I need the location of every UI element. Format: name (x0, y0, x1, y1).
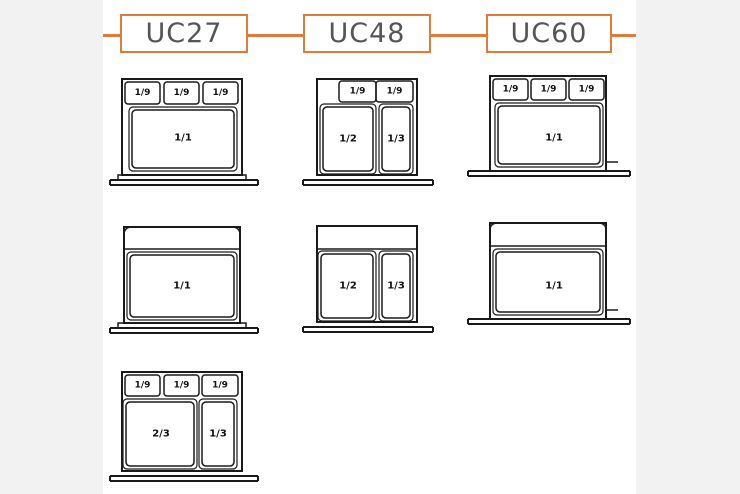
uc48-config-a: 1/9 1/9 1/2 1/3 (302, 78, 434, 186)
pan-label: 1/3 (209, 429, 227, 440)
outer-frame (316, 225, 418, 323)
pan-1-1 (495, 251, 601, 313)
pan-1-1-rim (128, 106, 238, 172)
pan-label: 1/9 (579, 85, 595, 95)
pan-1-3-rim (198, 398, 238, 470)
pan-label: 1/9 (135, 381, 151, 391)
pan-label: 2/3 (152, 429, 170, 440)
outer-frame (316, 78, 418, 176)
pan-1-1-rim (126, 251, 238, 321)
pan-label: 1/1 (174, 133, 192, 144)
pan-1-3 (381, 253, 411, 319)
pan-1-9 (124, 81, 161, 105)
pan-1-2 (320, 253, 374, 319)
pan-1-9 (492, 78, 529, 101)
pan-label: 1/1 (545, 281, 563, 292)
pan-1-9 (530, 78, 567, 101)
pan-1-9 (375, 80, 414, 103)
pan-label: 1/9 (541, 85, 557, 95)
uc27-config-c: 1/9 1/9 1/9 2/3 1/3 (109, 371, 259, 482)
pan-1-1 (131, 109, 235, 169)
pan-1-1 (497, 105, 601, 165)
pan-1-1 (129, 254, 235, 318)
pan-1-2-rim (317, 250, 377, 322)
pan-label: 1/1 (173, 281, 191, 292)
header-uc27: UC27 (120, 14, 248, 53)
uc27-config-b: 1/1 (109, 226, 259, 334)
pan-label: 1/9 (135, 88, 151, 98)
outer-frame (121, 371, 243, 472)
pan-1-2 (322, 106, 374, 172)
pan-1-9 (163, 374, 200, 397)
pan-1-3-rim (378, 250, 414, 322)
pan-2-3-rim (122, 398, 198, 470)
pan-label: 1/9 (174, 381, 190, 391)
pan-1-9 (568, 78, 605, 101)
pan-label: 1/3 (387, 281, 405, 292)
pan-2-3 (125, 401, 195, 467)
pan-label: 1/2 (339, 281, 357, 292)
pan-label: 1/9 (174, 88, 190, 98)
pan-label: 1/2 (339, 134, 357, 145)
uc60-config-b: 1/1 (467, 222, 631, 325)
pan-label: 1/9 (213, 88, 229, 98)
pan-label: 1/9 (212, 381, 228, 391)
pan-label: 1/1 (545, 133, 563, 144)
pan-1-9 (163, 81, 200, 105)
outer-frame (123, 226, 241, 324)
pan-1-1-rim (492, 248, 604, 316)
pan-label: 1/9 (387, 87, 403, 97)
uc60-config-a: 1/9 1/9 1/9 1/1 (467, 75, 631, 177)
uc27-config-a: 1/9 1/9 1/9 1/1 (109, 78, 259, 186)
pan-label: 1/9 (503, 85, 519, 95)
outer-frame (489, 222, 607, 320)
pan-1-9 (202, 81, 239, 105)
pan-label: 1/9 (350, 87, 366, 97)
pan-1-3 (381, 106, 411, 172)
pan-1-2-rim (319, 103, 377, 175)
header-uc60: UC60 (486, 14, 612, 53)
header-uc48: UC48 (303, 14, 431, 53)
pan-1-3 (201, 401, 235, 467)
pan-1-9 (201, 374, 239, 397)
pan-1-9 (124, 374, 161, 397)
pan-1-1-rim (494, 102, 604, 168)
uc48-config-b: 1/2 1/3 (302, 225, 434, 333)
pan-1-3-rim (378, 103, 414, 175)
pan-label: 1/3 (387, 134, 405, 145)
